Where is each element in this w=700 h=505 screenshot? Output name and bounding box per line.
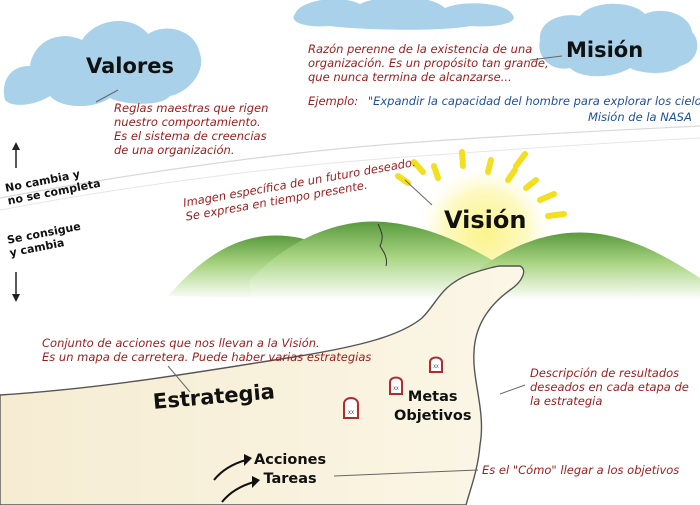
metas-description: Descripción de resultados deseados en ca… [530, 366, 689, 408]
estrategia-description: Conjunto de acciones que nos llevan a la… [42, 336, 371, 364]
milestone-3 [429, 356, 443, 373]
mision-description-line-1: Razón perenne de la existencia de una [308, 42, 533, 56]
connector-estrategia [167, 365, 191, 393]
valores-description-line-2: nuestro comportamiento. [114, 115, 261, 129]
connector-acciones [333, 469, 479, 477]
mision-description: Razón perenne de la existencia de una or… [308, 42, 549, 84]
mision-example-source: Misión de la NASA [588, 110, 692, 124]
valores-description: Reglas maestras que rigen nuestro compor… [114, 101, 268, 157]
horizon-curve-upper [0, 125, 700, 199]
milestone-1 [343, 397, 359, 419]
metas-description-line-1: Descripción de resultados [530, 366, 680, 380]
hill-center [250, 221, 505, 300]
acciones-title: Acciones Tareas [254, 451, 326, 489]
connector-valores [95, 89, 119, 103]
valores-description-line-1: Reglas maestras que rigen [114, 101, 269, 115]
acciones-title-line-2: Tareas [263, 471, 317, 487]
valores-title: Valores [86, 54, 174, 78]
milestone-label-1: XX [348, 410, 354, 416]
mountain-trail [377, 223, 387, 267]
metas-description-line-2: deseados en cada etapa de [530, 380, 689, 394]
hill-right [480, 232, 700, 300]
mision-description-line-2: organización. Es un propósito tan grande… [308, 56, 549, 70]
milestone-markers: XX XX XX [343, 356, 443, 419]
mision-title: Misión [566, 38, 644, 62]
metas-title-line-1: Metas [407, 389, 458, 405]
connector-metas [499, 384, 526, 395]
vision-title: Visión [444, 206, 527, 234]
mision-example-quote: "Expandir la capacidad del hombre para e… [367, 94, 700, 108]
connector-vision [404, 179, 433, 206]
milestone-label-2: XX [393, 386, 399, 391]
action-arrows [213, 454, 260, 503]
mision-example-label: Ejemplo: [308, 94, 359, 108]
estrategia-description-line-2: Es un mapa de carretera. Puede haber var… [42, 350, 372, 364]
valores-description-line-3: Es el sistema de creencias [114, 129, 267, 143]
metas-title-line-2: Objetivos [394, 408, 472, 424]
valores-description-line-4: de una organización. [114, 143, 235, 157]
metas-description-line-3: la estrategia [530, 394, 603, 408]
cloud-top [293, 0, 514, 30]
side-arrow-down [12, 272, 20, 302]
horizon-curve-lower [0, 137, 700, 211]
milestone-label-3: XX [433, 364, 439, 369]
cloud-left [3, 21, 202, 107]
connector-mision [529, 55, 563, 61]
acciones-title-line-1: Acciones [254, 452, 327, 468]
road [0, 265, 525, 505]
mision-description-line-3: que nunca termina de alcanzarse... [308, 70, 512, 84]
estrategia-description-line-1: Conjunto de acciones que nos llevan a la… [42, 336, 320, 350]
acciones-description: Es el "Cómo" llegar a los objetivos [482, 463, 680, 477]
cloud-right [539, 3, 698, 77]
mision-example: Ejemplo: "Expandir la capacidad del homb… [308, 94, 700, 108]
connector-lines [95, 55, 563, 477]
side-arrow-up [12, 142, 20, 168]
milestone-2 [389, 376, 403, 395]
metas-title: Metas Objetivos [394, 388, 471, 426]
